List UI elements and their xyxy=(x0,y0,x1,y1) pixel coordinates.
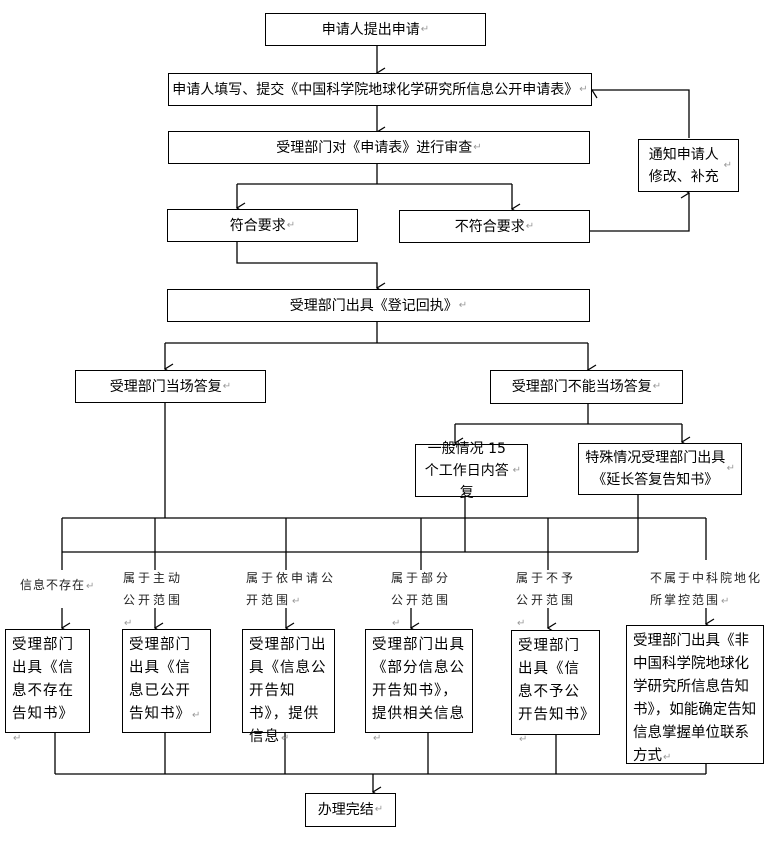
node-out-partial: 受理部门出具《部分信息公开告知书》，提供相关信息↵ xyxy=(365,629,473,744)
branch-label-not-in-scope: 不属于中科院地化所掌控范围↵ xyxy=(650,571,763,607)
node-meets: 符合要求↵ xyxy=(167,209,358,242)
edge-meets-receipt xyxy=(236,242,377,288)
branch-label-not-public: 属于不予公开范围↵ xyxy=(516,571,577,629)
branch-label-active-public: 属于主动公开范围↵ xyxy=(123,571,184,629)
node-reply-now: 受理部门当场答复↵ xyxy=(75,370,266,403)
branch-label-not-exist: 信息不存在↵ xyxy=(20,578,96,592)
branch-label-on-request: 属于依申请公开范围↵ xyxy=(246,571,337,607)
node-review: 受理部门对《申请表》进行审查↵ xyxy=(168,131,590,164)
edge-notify-fill xyxy=(592,90,690,138)
node-done: 办理完结↵ xyxy=(305,793,396,827)
node-not-meets: 不符合要求↵ xyxy=(399,210,590,243)
node-out-public: 受理部门出具《信息已公开告知书》↵ xyxy=(122,629,211,733)
node-special-extend: 特殊情况受理部门出具《延长答复告知书》↵ xyxy=(578,443,742,495)
node-general-15: 一般情况 15 个工作日内答复↵ xyxy=(415,441,528,501)
branch-label-partial: 属于部分公开范围↵ xyxy=(391,571,452,629)
node-out-not-exist: 受理部门出具《信息不存在告知书》↵ xyxy=(5,629,90,744)
node-fill-form: 申请人填写、提交《中国科学院地球化学研究所信息公开申请表》↵ xyxy=(168,73,592,106)
node-receipt: 受理部门出具《登记回执》↵ xyxy=(167,289,590,322)
node-out-not-public: 受理部门出具《信息不予公开告知书》↵ xyxy=(511,630,600,745)
edge-not-meets-notify xyxy=(590,193,689,232)
node-reply-later: 受理部门不能当场答复↵ xyxy=(490,370,683,404)
node-out-not-in-scope: 受理部门出具《非中国科学院地球化学研究所信息告知书》，如能确定告知信息掌握单位联… xyxy=(626,625,764,764)
node-out-on-request: 受理部门出具《信息公开告知书》，提供信息↵ xyxy=(242,629,335,745)
node-apply: 申请人提出申请↵ xyxy=(265,13,486,46)
node-notify: 通知申请人修改、补充↵ xyxy=(638,139,739,192)
